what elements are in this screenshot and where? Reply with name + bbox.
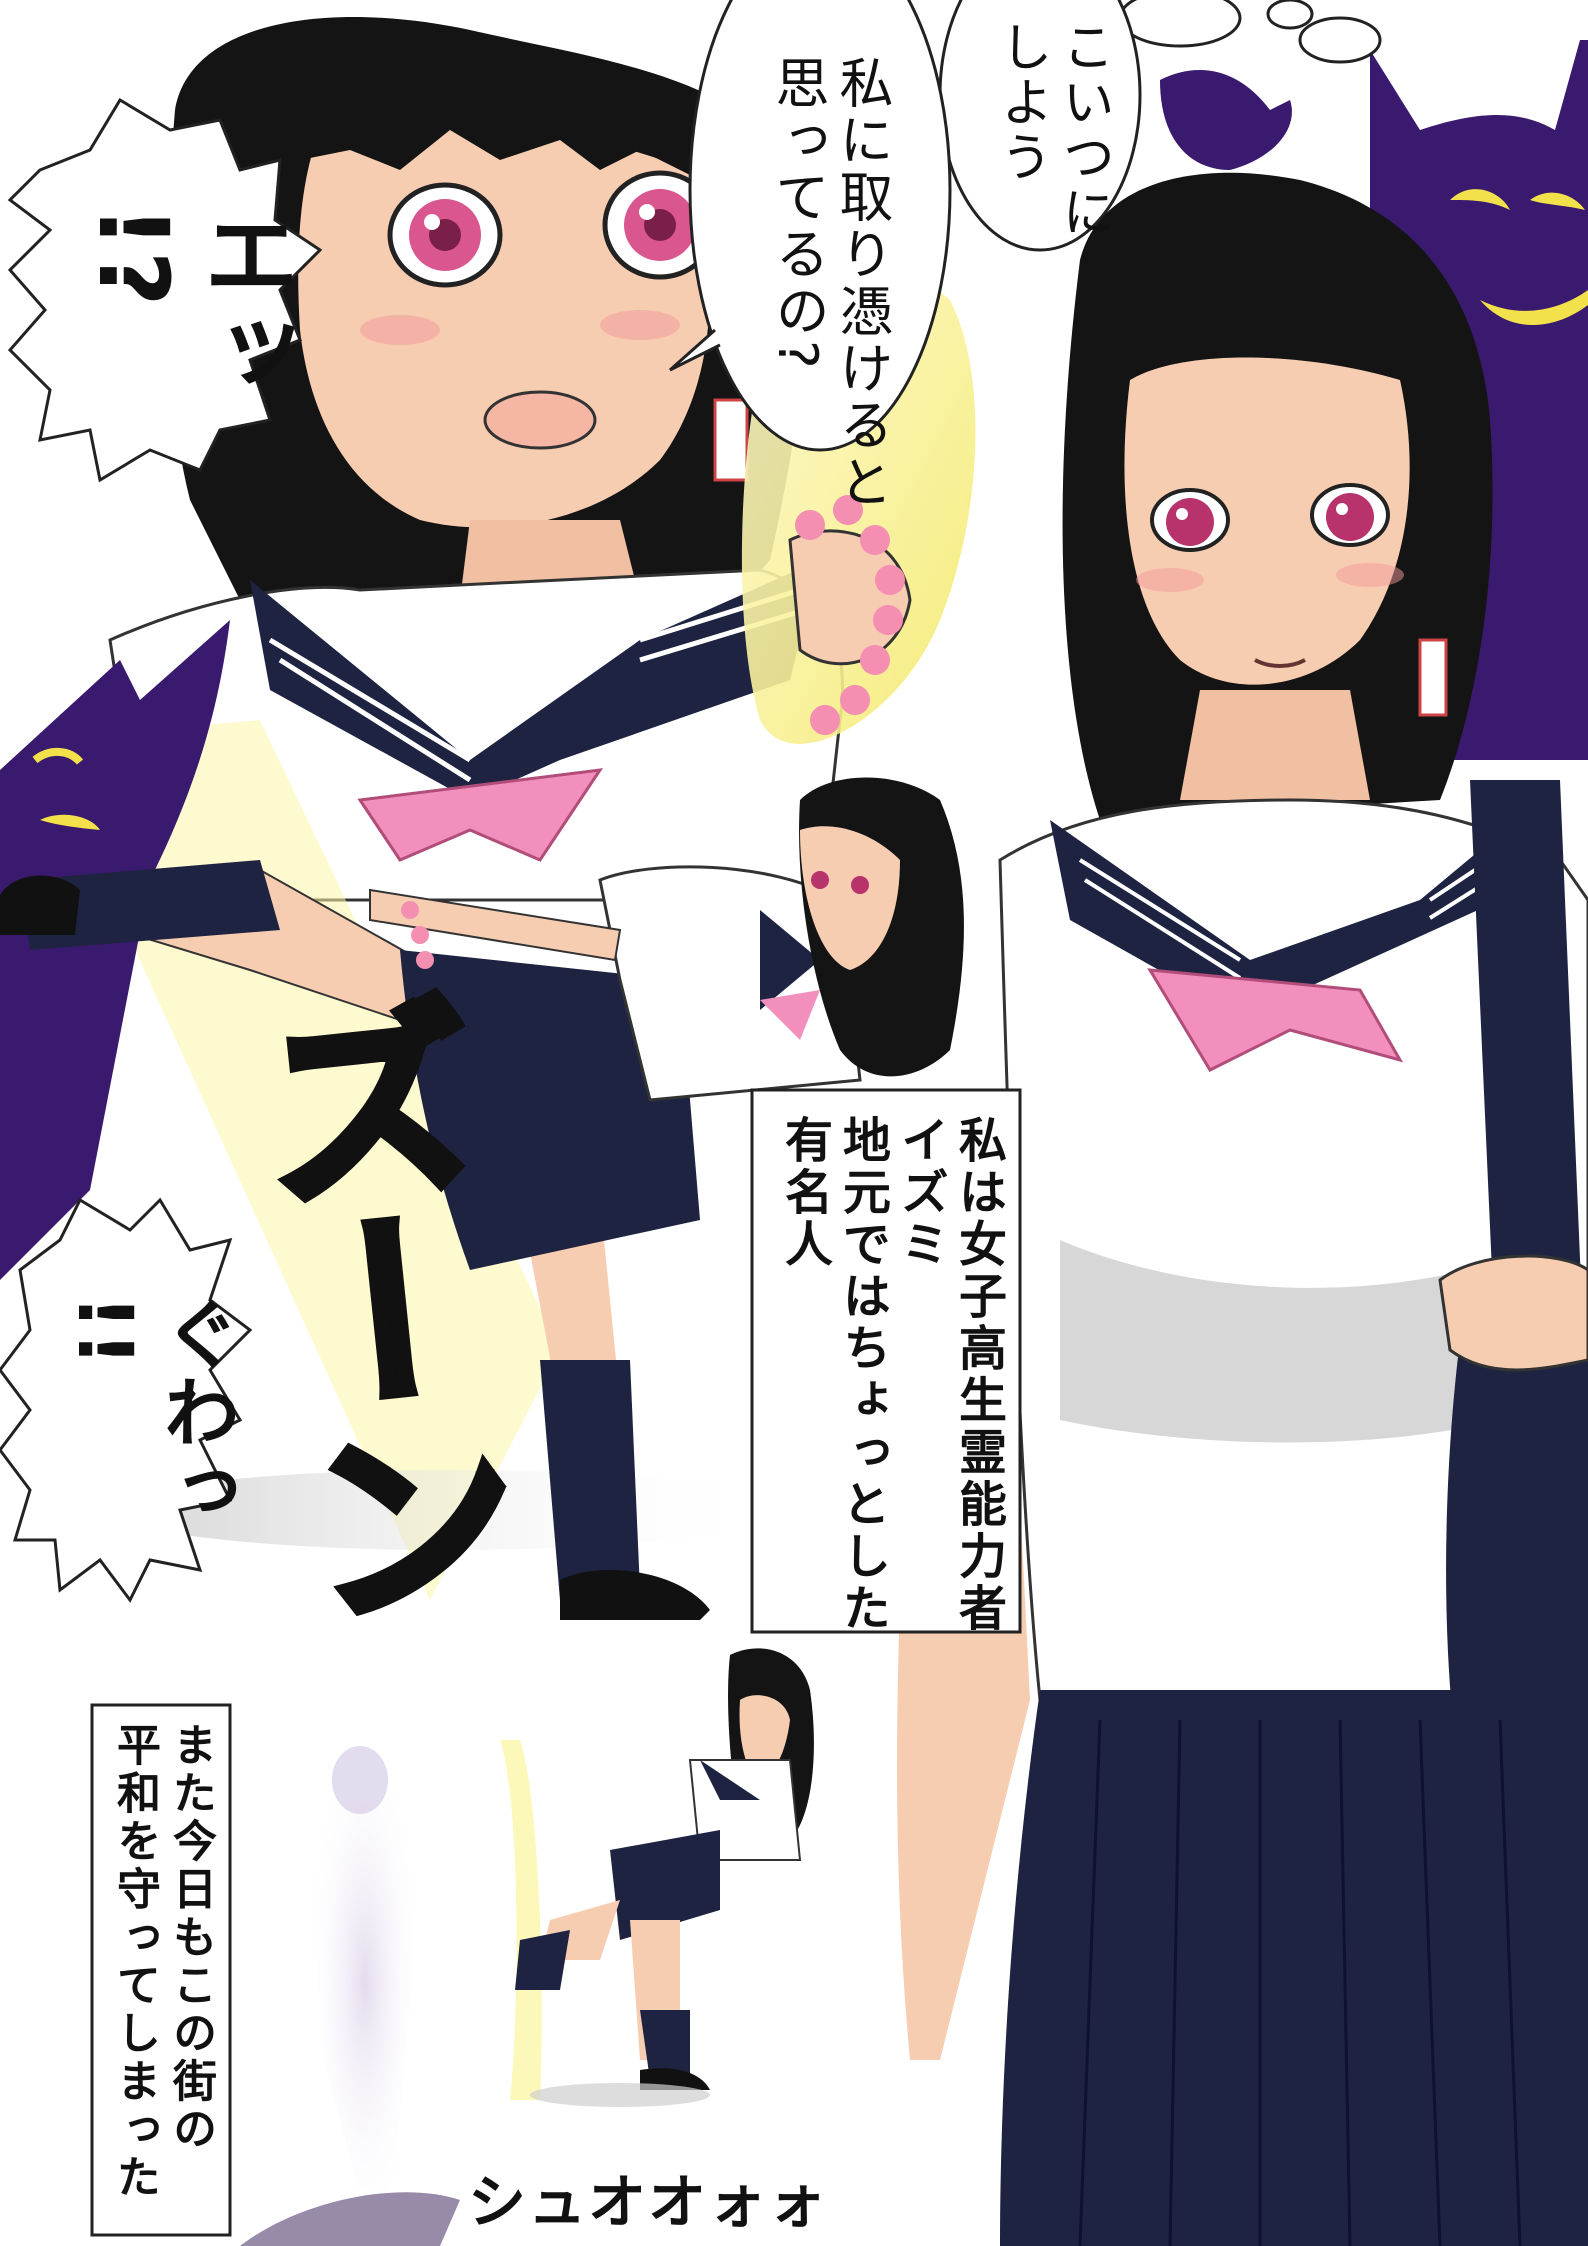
- narration-intro-text: 私は女子高生霊能力者 イズミ 地元ではちょっとした 有名人: [776, 1115, 1006, 1635]
- kick-scene: [0, 620, 964, 1620]
- vanish-scene: [240, 1648, 814, 2246]
- thought-bubbles: [1118, 0, 1382, 64]
- girl-closeup-left: [108, 16, 844, 902]
- thinking-ghost-line: こいつに しよう: [991, 20, 1113, 240]
- shout-burst-top: [7, 97, 323, 483]
- vanish-sfx: シュオオォォ: [468, 2168, 829, 2236]
- narration-box-intro: [750, 1088, 1022, 1634]
- shout-burst-bottom: [0, 1197, 253, 1603]
- girl-standing-right: [897, 40, 1588, 2246]
- impact-sfx: ズーン: [213, 981, 533, 1643]
- ghost-pain-text: ぐわっ !!: [61, 1295, 240, 1529]
- speech-balloon-question: [688, 0, 952, 452]
- girl-question-line: 私に取り憑けると 思ってるの?: [766, 55, 893, 511]
- narration-outro-text: また今日もこの街の 平和を守ってしまった: [109, 1722, 216, 2202]
- ghost-shout-text: エッ !?: [77, 205, 299, 401]
- narration-box-outro: [90, 1703, 232, 2237]
